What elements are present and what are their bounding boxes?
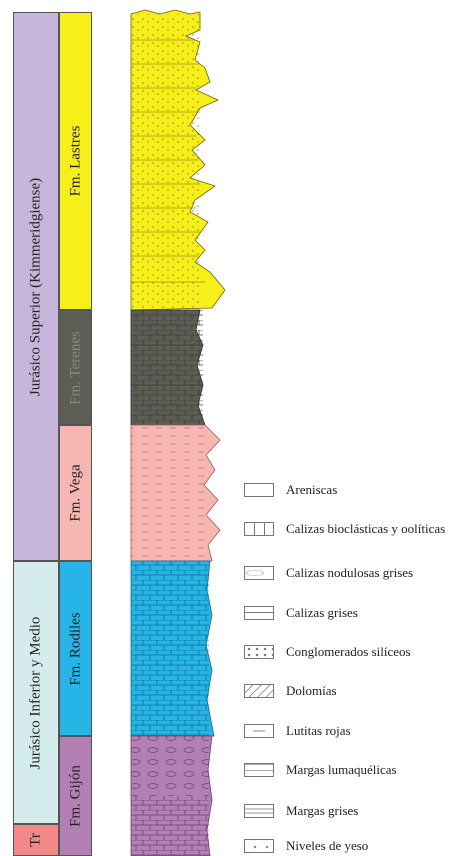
lutitas-rojas-swatch-icon [244,724,274,738]
legend-item-conglomerados: Conglomerados silíceos [244,642,411,662]
legend-label: Calizas bioclásticas y oolíticas [286,521,445,537]
legend-item-margas-grises: Margas grises [244,801,358,821]
areniscas-swatch-icon [244,483,274,497]
legend-label: Niveles de yeso [286,838,368,854]
calizas-bioclasticas-swatch-icon [244,522,274,536]
niveles-yeso-swatch-icon [244,839,274,853]
legend-label: Calizas nodulosas grises [286,565,413,581]
legend-label: Margas grises [286,803,358,819]
legend-label: Areniscas [286,482,337,498]
conglomerados-swatch-icon [244,645,274,659]
legend-item-areniscas: Areniscas [244,480,337,500]
legend-item-dolomias: Dolomías [244,681,337,701]
legend-item-calizas-bioclasticas: Calizas bioclásticas y oolíticas [244,519,445,539]
legend-label: Dolomías [286,683,337,699]
legend-label: Calizas grises [286,605,358,621]
legend-item-niveles-yeso: Niveles de yeso [244,836,368,856]
margas-lumaquelicas-swatch-icon [244,763,274,777]
legend-label: Lutitas rojas [286,723,351,739]
legend-item-margas-lumaquelicas: Margas lumaquélicas [244,760,397,780]
margas-grises-swatch-icon [244,804,274,818]
calizas-nodulosas-swatch-icon [244,566,274,580]
dolomias-swatch-icon [244,684,274,698]
legend-item-calizas-nodulosas: Calizas nodulosas grises [244,563,413,583]
legend-label: Conglomerados silíceos [286,644,411,660]
legend-item-calizas-grises: Calizas grises [244,603,358,623]
legend-item-lutitas-rojas: Lutitas rojas [244,721,351,741]
legend-label: Margas lumaquélicas [286,762,397,778]
calizas-grises-swatch-icon [244,606,274,620]
